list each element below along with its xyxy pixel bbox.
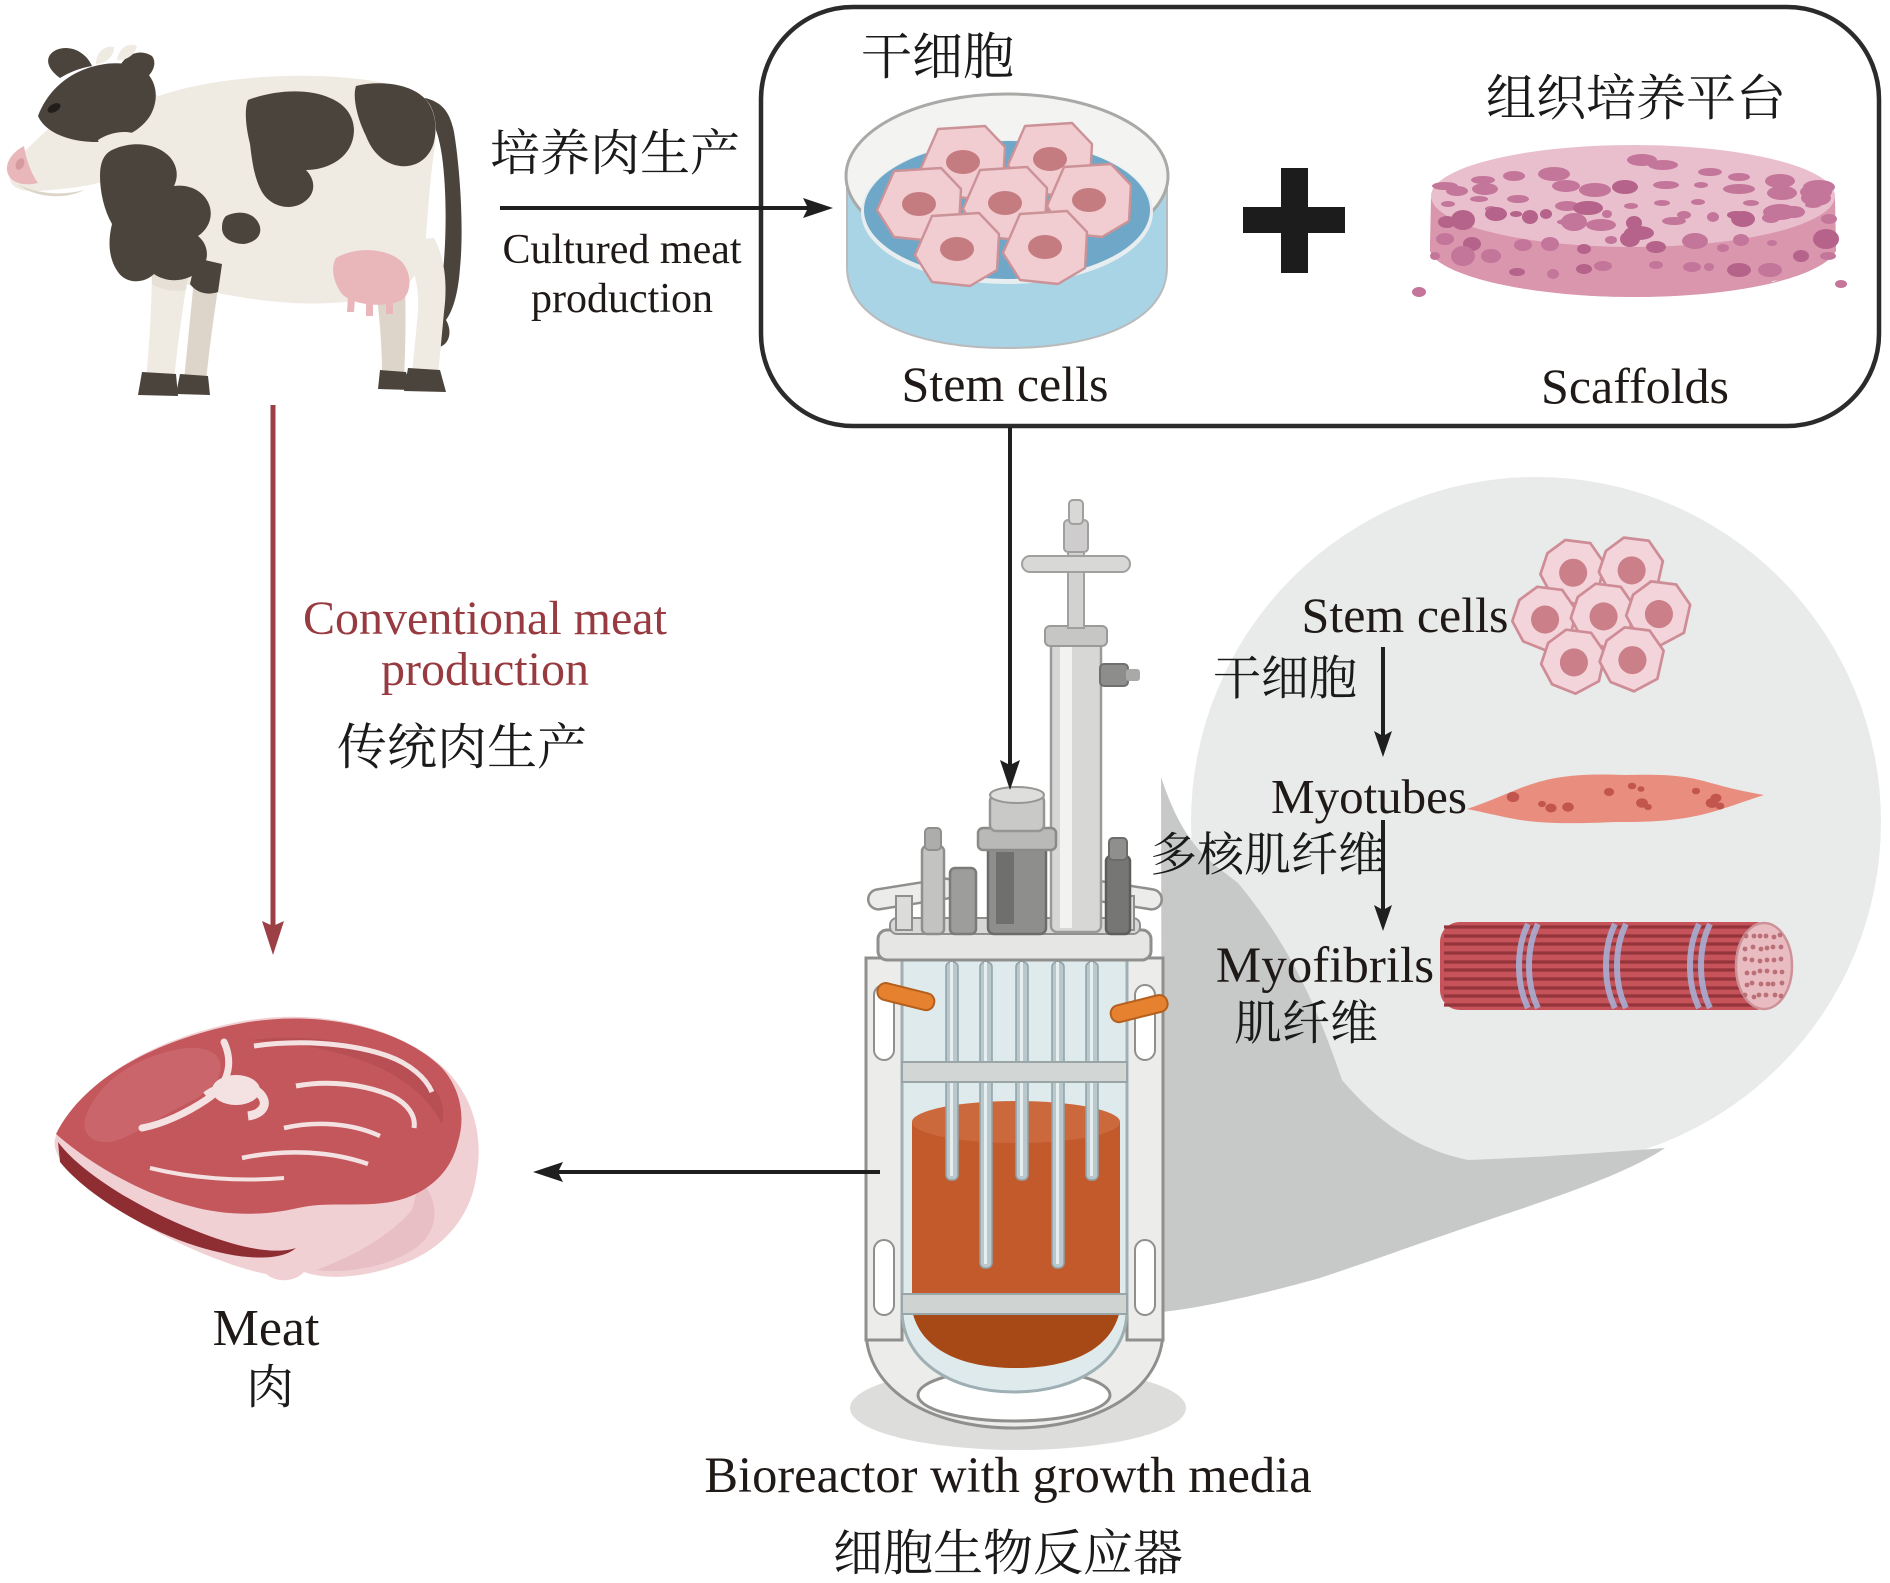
svg-text:Cultured meat: Cultured meat — [502, 227, 741, 273]
svg-text:Bioreactor with growth media: Bioreactor with growth media — [704, 1447, 1311, 1503]
svg-text:Myofibrils: Myofibrils — [1216, 938, 1434, 994]
svg-text:production: production — [381, 643, 589, 696]
svg-text:Scaffolds: Scaffolds — [1541, 358, 1729, 414]
svg-text:Stem cells: Stem cells — [1302, 587, 1509, 643]
svg-text:production: production — [531, 276, 713, 322]
svg-text:Stem cells: Stem cells — [902, 356, 1109, 412]
svg-text:Myotubes: Myotubes — [1271, 769, 1467, 824]
svg-text:Meat: Meat — [213, 1300, 320, 1357]
svg-text:Conventional meat: Conventional meat — [303, 592, 668, 645]
